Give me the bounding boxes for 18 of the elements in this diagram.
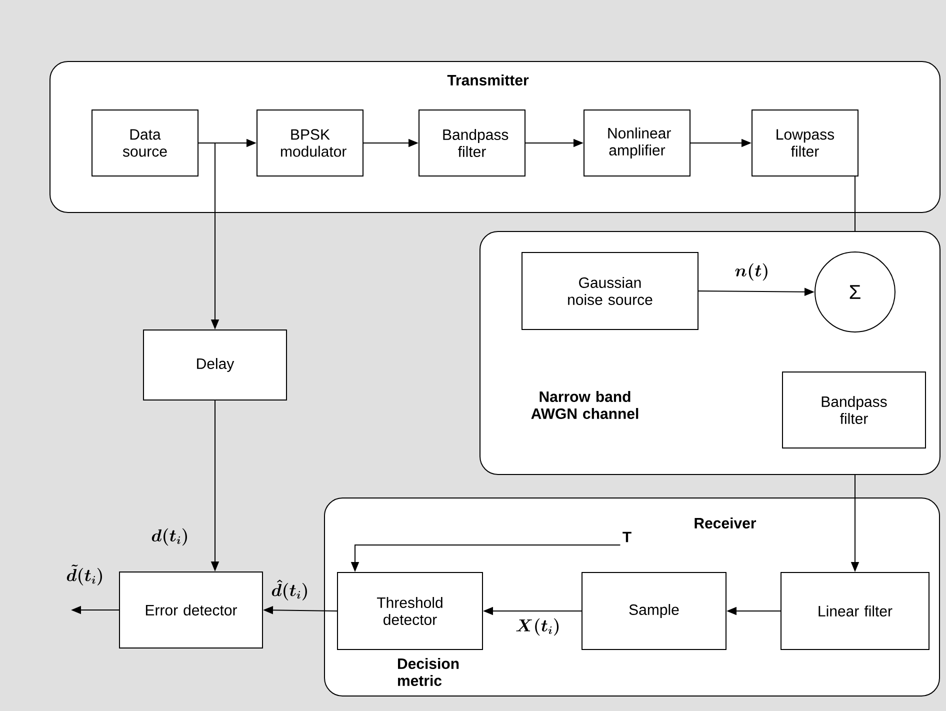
threshold-label: T bbox=[622, 532, 632, 542]
process-box: Delay bbox=[143, 330, 287, 400]
process-box: Bandpass filter bbox=[418, 110, 526, 176]
process-box: Sample bbox=[582, 572, 726, 650]
process-box: Nonlinear amplifier bbox=[584, 110, 690, 176]
process-box: Error detector bbox=[119, 572, 263, 648]
process-box: Lowpass filter bbox=[752, 110, 858, 176]
signal-label: $n(t)$ bbox=[735, 263, 768, 281]
signal-label: $\hat{d}(t_i)$ bbox=[272, 580, 307, 600]
process-box: Data source bbox=[92, 110, 198, 176]
process-box: Bandpass filter bbox=[782, 372, 926, 448]
process-box: BPSK modulator bbox=[256, 110, 364, 176]
process-box: Linear filter bbox=[780, 572, 930, 650]
process-box: Gaussian noise source bbox=[522, 252, 698, 330]
signal-label: $d(t_i)$ bbox=[152, 528, 187, 546]
signal-label: $X(t_i)$ bbox=[516, 618, 559, 636]
signal-label: $\tilde{d}(t_i)$ bbox=[66, 564, 102, 586]
process-box: Threshold detector bbox=[337, 572, 483, 650]
